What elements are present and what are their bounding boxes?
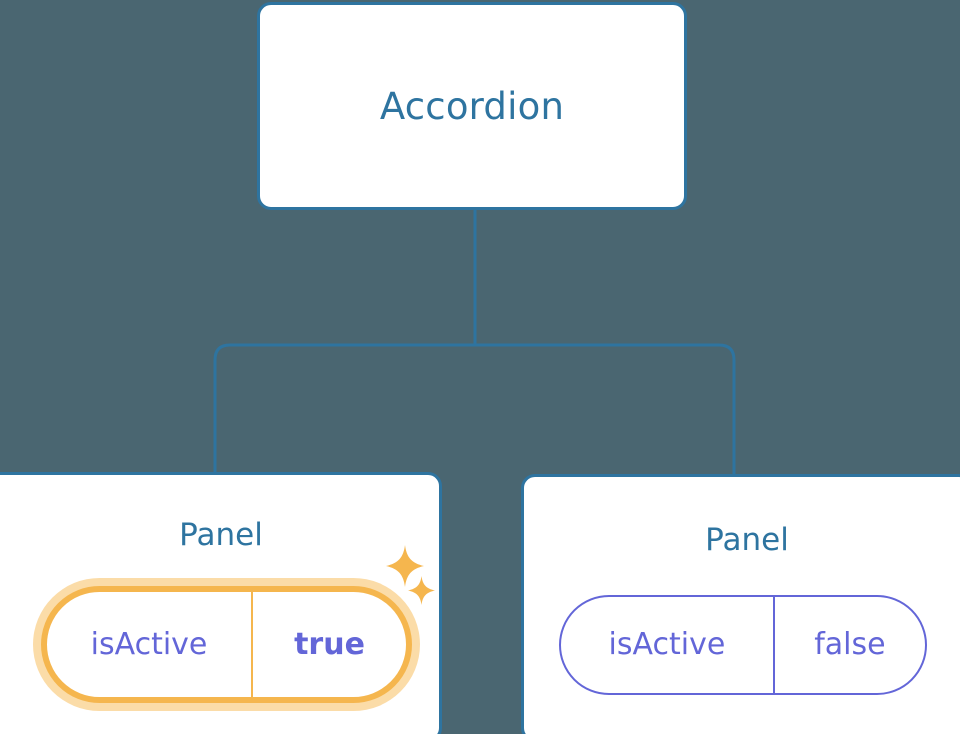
node-panel-inactive[interactable]: Panel isActive false	[521, 474, 960, 734]
panel-inactive-body: Panel isActive false	[524, 477, 960, 734]
prop-key-label: isActive	[47, 592, 253, 697]
node-panel-active-label: Panel	[179, 517, 263, 553]
prop-key-label: isActive	[561, 597, 775, 693]
prop-pill-isactive-false[interactable]: isActive false	[559, 595, 927, 695]
prop-pill-isactive-true[interactable]: isActive true	[41, 586, 412, 703]
panel-active-body: Panel isActive true	[0, 475, 439, 734]
node-panel-inactive-label: Panel	[705, 522, 789, 558]
node-accordion-label: Accordion	[379, 84, 565, 128]
node-panel-active[interactable]: Panel isActive true	[0, 472, 442, 734]
node-accordion[interactable]: Accordion	[257, 2, 687, 210]
prop-value-label: true	[294, 626, 365, 662]
prop-value-label: false	[814, 627, 886, 662]
connector-branch-bar	[213, 343, 736, 474]
